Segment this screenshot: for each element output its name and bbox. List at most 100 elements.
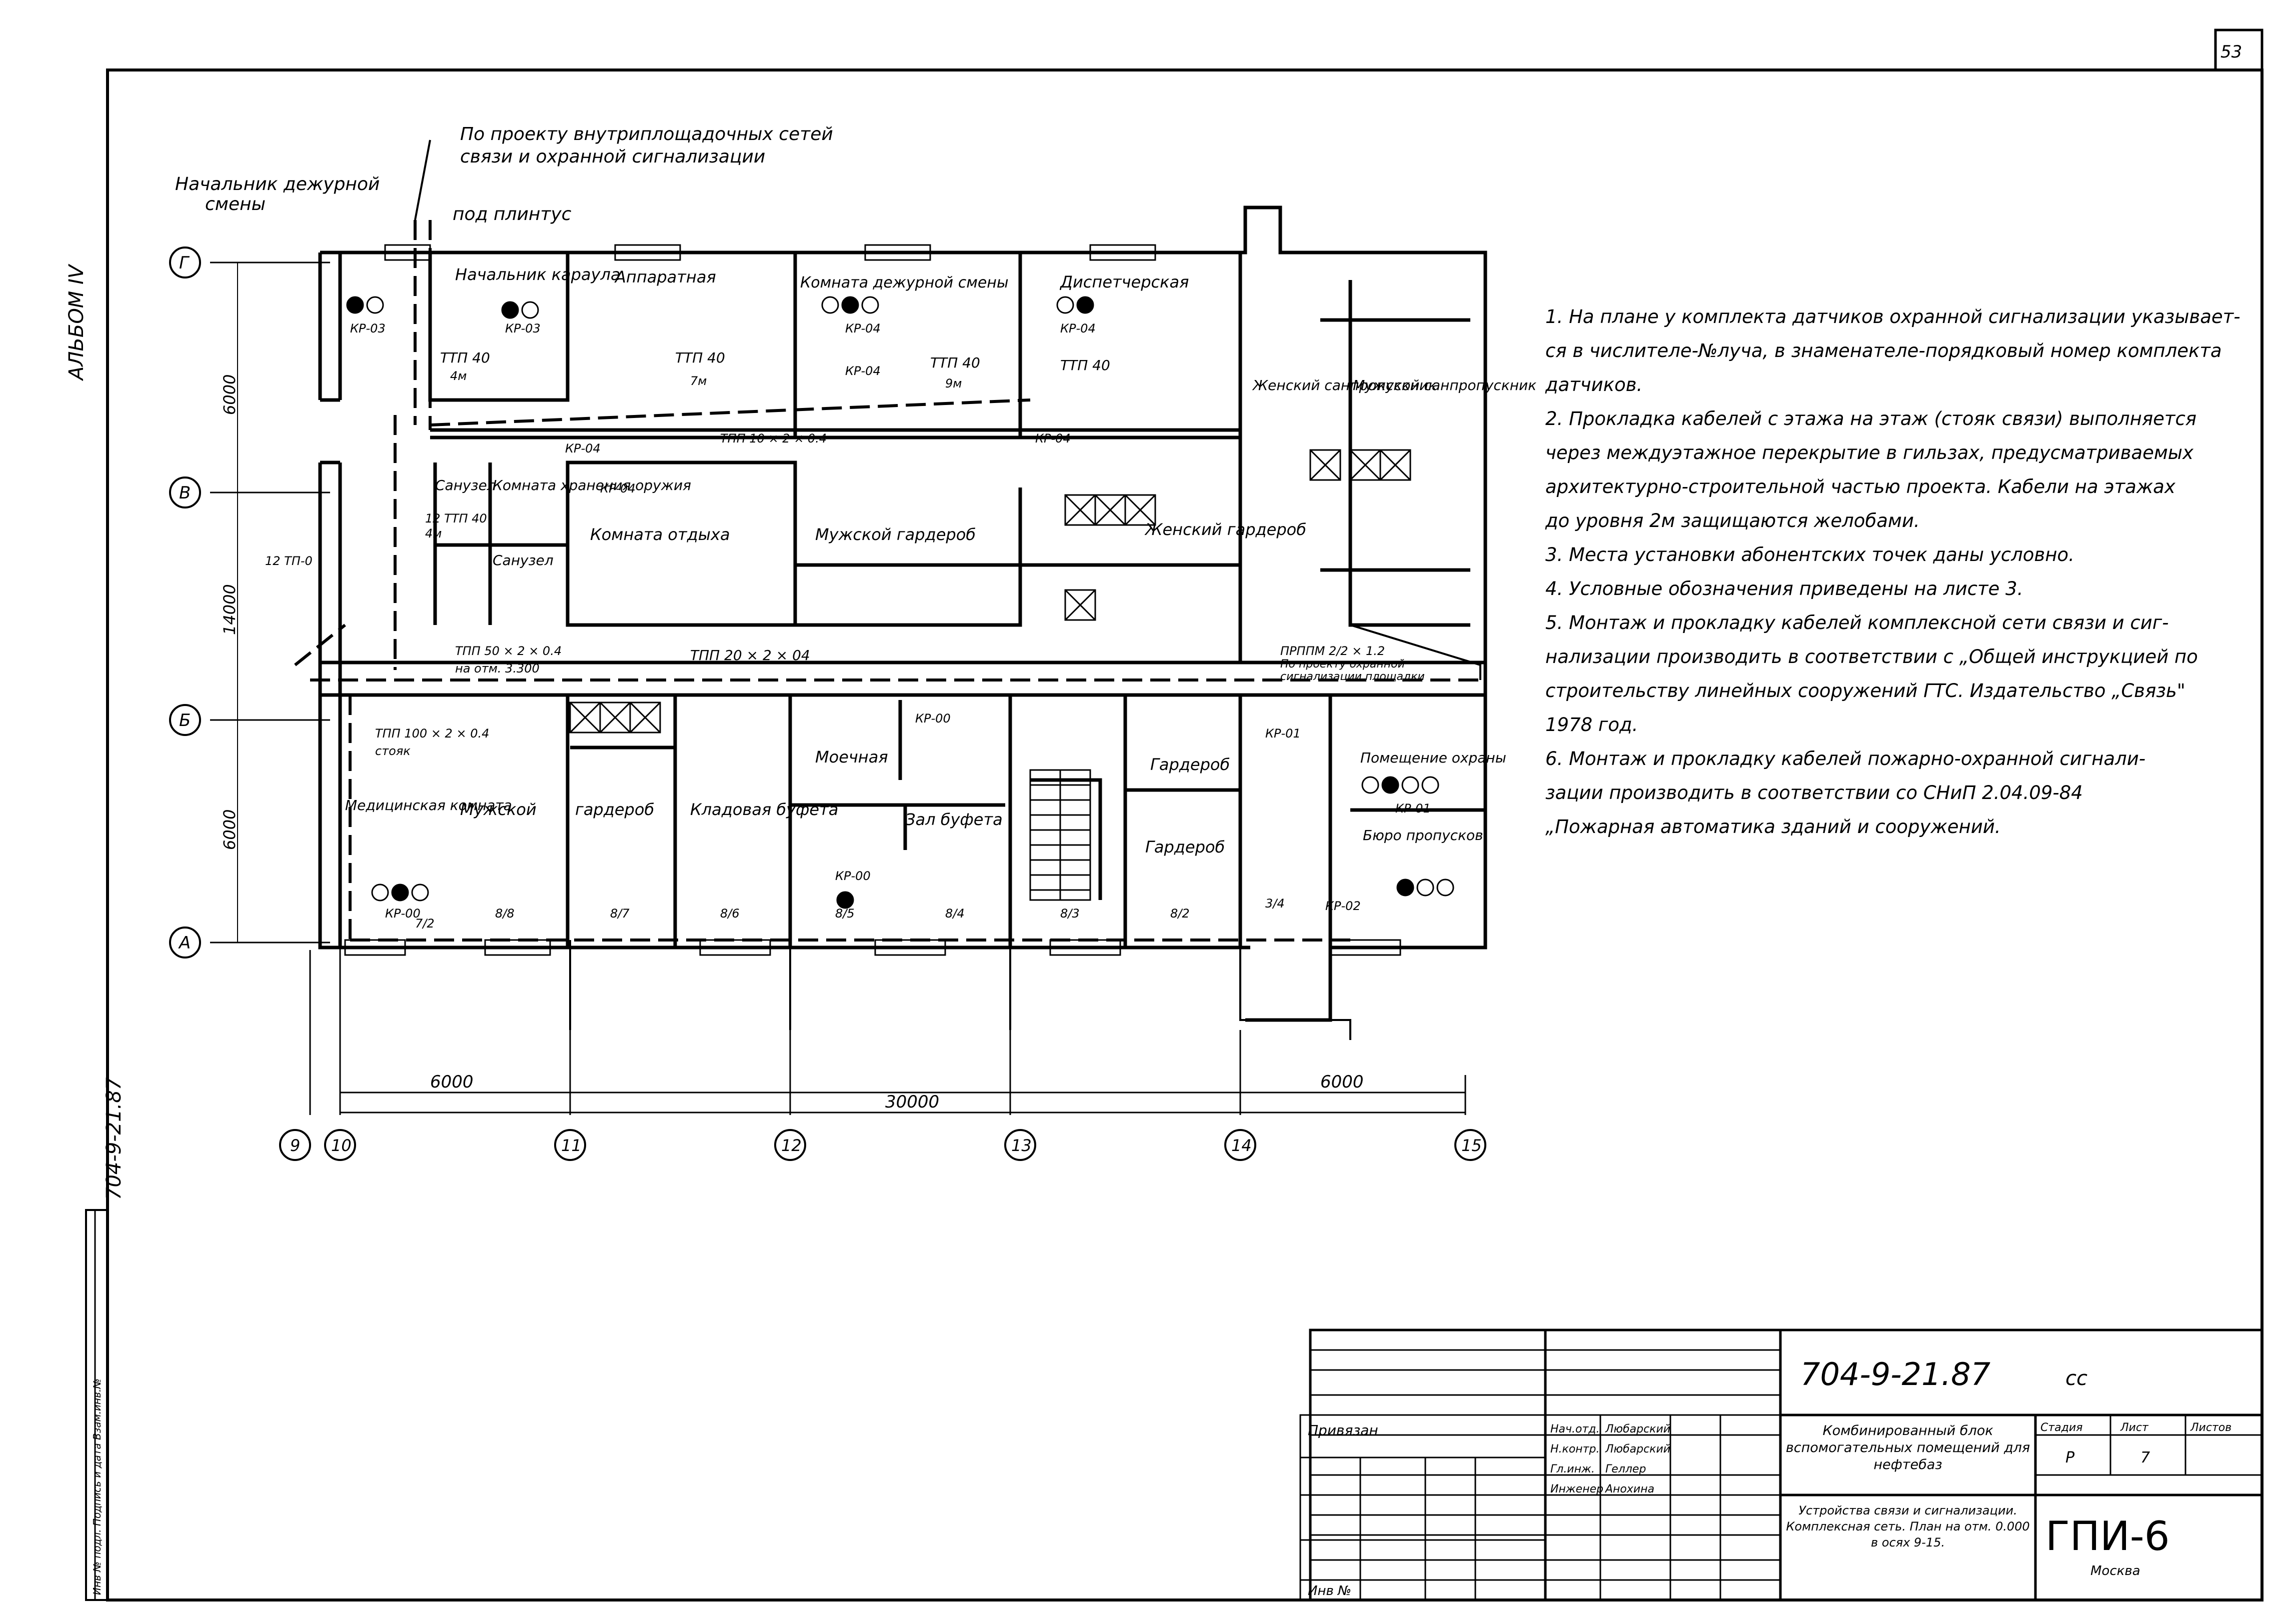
axis-bubbles (169, 246, 1486, 1161)
label-kp04-b: КР-04 (1060, 322, 1096, 336)
title-org: ГПИ-6 (2045, 1513, 2170, 1560)
title-sheet-header: Лист (2120, 1422, 2149, 1434)
label-b-8-3: 8/3 (1060, 906, 1080, 920)
label-kp04-e: КР-04 (565, 442, 601, 456)
signer-name-2: Любарский (1605, 1443, 1670, 1456)
room-washing: Моечная (815, 748, 888, 766)
signer-name-1: Любарский (1605, 1423, 1670, 1436)
room-pass-office: Бюро пропусков (1363, 827, 1483, 844)
room-duty-shift: Комната дежурной смены (800, 274, 1009, 292)
callout-baseboard: под плинтус (453, 204, 572, 224)
label-kp03-a: КР-03 (350, 322, 386, 336)
room-wardrobe-3: Гардероб (1145, 838, 1225, 856)
room-men-wardrobe: Мужской гардероб (815, 525, 976, 544)
staircase (1029, 769, 1091, 901)
label-kp04-d: КР-04 (1035, 432, 1071, 446)
axis-label-b: Б (179, 710, 191, 730)
label-b-8-5: 8/5 (835, 906, 855, 920)
signer-name-4: Анохина (1604, 1483, 1654, 1496)
conduit-lines (414, 140, 1481, 1040)
signer-role-1: Нач.отд. (1550, 1423, 1600, 1436)
axis-label-10: 10 (331, 1136, 352, 1155)
note-line: до уровня 2м защищаются желобами. (1545, 510, 1920, 532)
sheet-number: 53 (2220, 42, 2242, 62)
axis-label-9: 9 (290, 1136, 300, 1155)
label-b-8-8: 8/8 (495, 906, 515, 920)
label-ttp-5b: 4м (425, 526, 442, 540)
room-mens: Мужской (460, 800, 537, 819)
label-ttp-3: ТТП 40 (930, 354, 980, 371)
label-kp03-b: КР-03 (505, 322, 541, 336)
note-line: „Пожарная автоматика зданий и сооружений… (1545, 816, 2001, 838)
label-kp04-a: КР-04 (845, 322, 881, 336)
axis-label-13: 13 (1011, 1136, 1032, 1155)
label-ttp-5: 12 ТТП 40 (425, 512, 487, 526)
label-tpp-3: ТПП 50 × 2 × 0.4 (455, 644, 562, 658)
label-kp04-f: КР-04 (600, 482, 636, 496)
side-stamp: Инв № подл. Подпись и дата Взам.инв.№ (91, 1378, 103, 1595)
callout-prppm: ПРППМ 2/2 × 1.2 (1280, 644, 1385, 658)
title-privyazan: Привязан (1308, 1422, 1378, 1438)
side-stamp-box (85, 1209, 109, 1601)
project-title: Комбинированный блок вспомогательных пом… (1785, 1423, 2030, 1472)
dim-left-2: 14000 (220, 584, 239, 635)
room-rest: Комната отдыха (590, 525, 730, 544)
room-wardrobe: гардероб (575, 800, 654, 819)
sheet-title: Устройства связи и сигнализации. Комплек… (1786, 1504, 2030, 1550)
room-weapons: Комната хранения оружия (493, 477, 691, 494)
note-line: 3. Места установки абонентских точек дан… (1545, 544, 2074, 566)
note-line: зации производить в соответствии со СНиП… (1545, 782, 2083, 804)
note-line: архитектурно-строительной частью проекта… (1545, 476, 2175, 498)
signer-role-3: Гл.инж. (1550, 1463, 1595, 1476)
title-stage: Р (2065, 1449, 2075, 1466)
room-buffet-hall: Зал буфета (905, 810, 1003, 829)
side-doc-code: 704-9-21.87 (103, 1077, 126, 1200)
cable-routes (294, 220, 1480, 942)
signer-role-4: Инженер (1550, 1483, 1603, 1496)
title-code-suffix: сс (2065, 1367, 2087, 1390)
axis-label-14: 14 (1231, 1136, 1252, 1155)
sheet-frame (106, 68, 2263, 1602)
sensor-symbols (346, 296, 1454, 909)
label-tpp-3b: на отм. 3.300 (455, 662, 540, 676)
room-buffet-storage: Кладовая буфета (690, 800, 838, 819)
label-kp01-a: КР-01 (1265, 726, 1301, 740)
label-ttp-1b: 4м (450, 369, 467, 383)
callout-internal-nets: По проекту внутриплощадочных сетей (460, 124, 833, 144)
room-chief-guard: Начальник караула (455, 265, 621, 284)
callout-security-project-2: сигнализации площадки (1280, 670, 1425, 683)
note-line: 2. Прокладка кабелей с этажа на этаж (ст… (1545, 408, 2197, 430)
callout-chief-shift-2: смены (205, 194, 266, 214)
axis-label-15: 15 (1461, 1136, 1482, 1155)
axis-label-12: 12 (781, 1136, 802, 1155)
room-women-wardrobe: Женский гардероб (1144, 520, 1306, 539)
callout-chief-shift: Начальник дежурной (175, 174, 380, 194)
label-kp01-b: КР-01 (1395, 802, 1431, 816)
label-b-8-7: 8/7 (610, 906, 630, 920)
title-block (1309, 1328, 2263, 1602)
label-ttp-6: 12 ТП-0 (265, 554, 313, 568)
label-kp00-a: КР-00 (915, 712, 951, 726)
label-ttp-1: ТТП 40 (440, 350, 490, 366)
note-line: 1978 год. (1545, 714, 1638, 736)
label-ttp-2b: 7м (690, 374, 707, 388)
note-line: ся в числителе-№луча, в знаменателе-поря… (1545, 340, 2222, 396)
label-stoyak: стояк (375, 744, 411, 758)
title-stage-header: Стадия (2040, 1422, 2082, 1434)
label-b-7-2: 7/2 (415, 916, 435, 930)
dim-bottom-2: 30000 (885, 1092, 939, 1112)
title-inv: Инв № (1308, 1584, 1351, 1598)
label-tpp-4: ТПП 100 × 2 × 0.4 (375, 726, 489, 740)
title-code: 704-9-21.87 (1800, 1356, 1990, 1392)
room-wardrobe-2: Гардероб (1150, 755, 1230, 774)
label-tpp-2: ТПП 20 × 2 × 04 (690, 647, 810, 664)
label-kp02: КР-02 (1325, 899, 1361, 913)
label-b-3-4: 3/4 (1265, 896, 1285, 910)
label-kp00-c: КР-00 (385, 906, 421, 920)
signer-name-3: Геллер (1605, 1463, 1646, 1476)
axis-label-g: Г (179, 253, 190, 273)
axis-label-a: А (178, 933, 191, 953)
locker-boxes (569, 449, 1411, 734)
room-wc-1: Санузел (435, 477, 496, 494)
room-women-sanitary: Женский санпропускник (1252, 377, 1437, 394)
